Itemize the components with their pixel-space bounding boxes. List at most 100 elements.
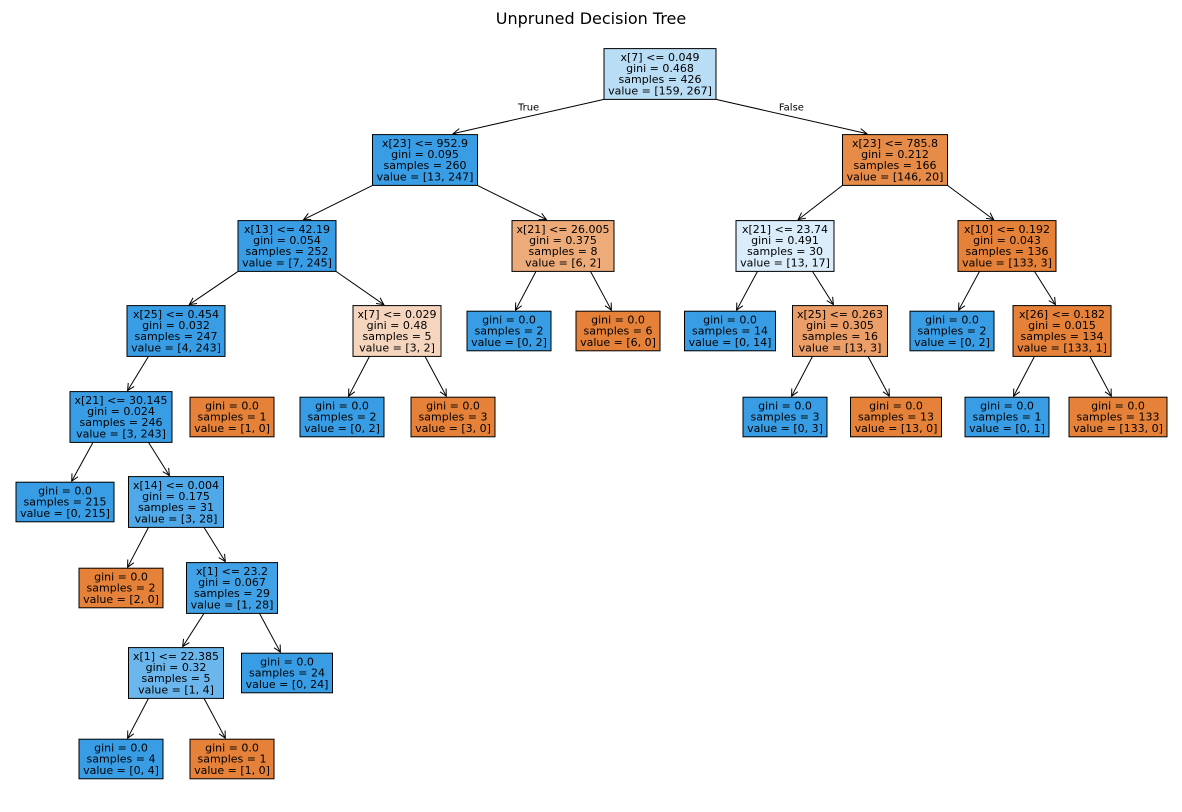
tree-node-text-line: gini = 0.043 bbox=[973, 234, 1041, 247]
tree-edge bbox=[1014, 356, 1035, 396]
tree-node-text-line: value = [13, 17] bbox=[740, 256, 830, 269]
tree-node-text-line: gini = 0.032 bbox=[142, 319, 210, 332]
tree-node-box bbox=[69, 391, 173, 443]
tree-node-text-line: samples = 1 bbox=[973, 411, 1042, 424]
tree-node-text-line: samples = 133 bbox=[1077, 411, 1160, 424]
tree-node-text-line: gini = 0.175 bbox=[142, 490, 210, 503]
tree-node-text-line: value = [7, 245] bbox=[242, 256, 332, 269]
tree-node-text-line: samples = 6 bbox=[584, 325, 653, 338]
tree-node-box bbox=[299, 396, 385, 438]
tree-edge bbox=[867, 356, 889, 396]
tree-node-text-line: value = [133, 0] bbox=[1073, 422, 1163, 435]
tree-node-text-line: x[21] <= 26.005 bbox=[516, 223, 609, 236]
tree-node-text-line: gini = 0.0 bbox=[315, 399, 369, 412]
tree-node-text-line: value = [13, 247] bbox=[377, 170, 474, 183]
tree-node-text-line: samples = 2 bbox=[87, 582, 156, 595]
tree-node-text-line: samples = 252 bbox=[246, 245, 329, 258]
tree-node-text-line: gini = 0.0 bbox=[205, 399, 259, 412]
tree-node-text-line: gini = 0.0 bbox=[94, 741, 148, 754]
tree-node-text-line: value = [133, 1] bbox=[1017, 341, 1107, 354]
tree-node-box bbox=[1012, 305, 1112, 357]
tree-node-text-line: gini = 0.0 bbox=[94, 570, 148, 583]
tree-node-text-line: samples = 31 bbox=[138, 501, 214, 514]
tree-edge bbox=[304, 184, 373, 219]
tree-node-box bbox=[372, 134, 478, 186]
tree-node-text-line: value = [2, 0] bbox=[83, 593, 159, 606]
tree-node-box bbox=[1068, 396, 1168, 438]
tree-node-text-line: gini = 0.0 bbox=[426, 399, 480, 412]
tree-node-text-line: samples = 136 bbox=[966, 245, 1049, 258]
tree-node-text-line: samples = 166 bbox=[854, 159, 937, 172]
tree-node-text-line: gini = 0.054 bbox=[253, 234, 321, 247]
tree-node-text-line: samples = 2 bbox=[475, 325, 544, 338]
tree-edge bbox=[959, 271, 980, 310]
tree-edge bbox=[128, 698, 149, 738]
tree-node-text-line: value = [13, 0] bbox=[855, 422, 938, 435]
tree-node-text-line: samples = 134 bbox=[1021, 330, 1104, 343]
tree-node-text-line: gini = 0.0 bbox=[38, 484, 92, 497]
tree-node-text-line: x[21] <= 23.74 bbox=[742, 223, 828, 236]
tree-edge bbox=[189, 270, 239, 304]
tree-node-text-line: value = [13, 3] bbox=[799, 341, 882, 354]
tree-node-text-line: samples = 30 bbox=[747, 245, 823, 258]
tree-node-box bbox=[575, 310, 661, 352]
tree-node-text-line: gini = 0.491 bbox=[751, 234, 819, 247]
tree-node-text-line: gini = 0.0 bbox=[591, 313, 645, 326]
tree-edge bbox=[349, 356, 370, 396]
tree-node-text-line: samples = 8 bbox=[529, 245, 598, 258]
tree-node-box bbox=[352, 305, 442, 357]
tree-edge bbox=[798, 185, 843, 219]
tree-node-text-line: samples = 260 bbox=[384, 159, 467, 172]
tree-node-text-line: gini = 0.0 bbox=[1091, 399, 1145, 412]
tree-edge bbox=[128, 527, 149, 567]
tree-node-text-line: x[1] <= 22.385 bbox=[133, 650, 219, 663]
tree-node-text-line: x[25] <= 0.263 bbox=[797, 308, 883, 321]
tree-node-text-line: samples = 14 bbox=[692, 325, 768, 338]
tree-node-text-line: gini = 0.0 bbox=[980, 399, 1034, 412]
tree-node-text-line: value = [0, 2] bbox=[304, 422, 380, 435]
tree-node-text-line: gini = 0.015 bbox=[1028, 319, 1096, 332]
tree-node-text-line: samples = 247 bbox=[135, 330, 218, 343]
tree-node-text-line: gini = 0.0 bbox=[260, 655, 314, 668]
tree-node-text-line: samples = 3 bbox=[419, 411, 488, 424]
tree-node-text-line: gini = 0.0 bbox=[925, 313, 979, 326]
tree-node-text-line: value = [0, 4] bbox=[83, 764, 159, 777]
tree-node-box bbox=[241, 652, 333, 694]
tree-node-text-line: value = [6, 0] bbox=[580, 336, 656, 349]
tree-node-box bbox=[466, 310, 552, 352]
tree-node-text-line: value = [1, 4] bbox=[138, 683, 214, 696]
tree-node-text-line: value = [1, 0] bbox=[194, 764, 270, 777]
tree-node-text-line: value = [0, 1] bbox=[969, 422, 1045, 435]
tree-node-text-line: x[14] <= 0.004 bbox=[133, 479, 219, 492]
tree-edge bbox=[72, 442, 94, 481]
tree-node-text-line: x[23] <= 952.9 bbox=[382, 137, 468, 150]
tree-node-text-line: value = [0, 2] bbox=[471, 336, 547, 349]
tree-node-text-line: samples = 13 bbox=[858, 411, 934, 424]
tree-node-text-line: samples = 2 bbox=[308, 411, 377, 424]
tree-node-box bbox=[128, 476, 224, 528]
tree-node-box bbox=[603, 48, 717, 100]
tree-node-box bbox=[78, 567, 164, 609]
tree-node-text-line: samples = 1 bbox=[198, 411, 267, 424]
tree-node-text-line: value = [6, 2] bbox=[525, 256, 601, 269]
tree-node-text-line: value = [3, 28] bbox=[135, 512, 218, 525]
tree-edge bbox=[183, 613, 205, 646]
tree-node-text-line: x[25] <= 0.454 bbox=[133, 308, 219, 321]
